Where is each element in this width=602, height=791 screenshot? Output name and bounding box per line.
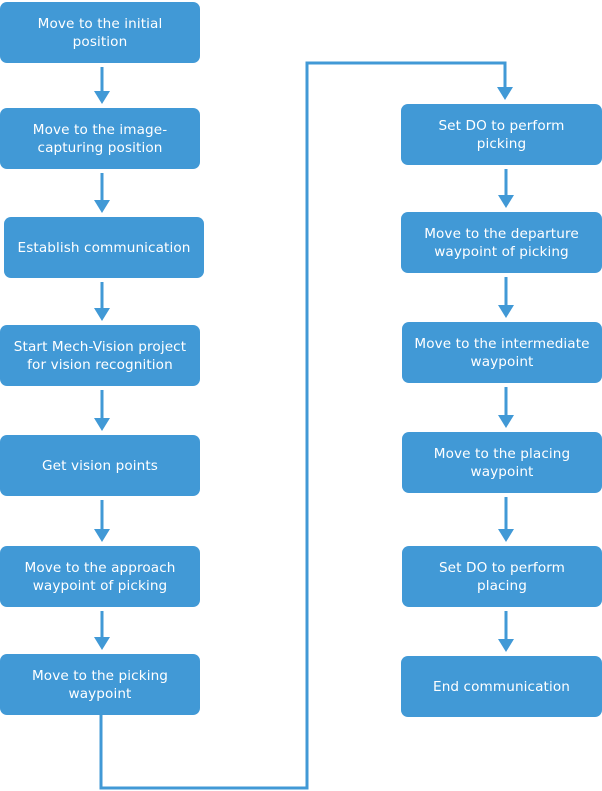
- flow-step-s5: Get vision points: [0, 435, 200, 496]
- flow-step-label: End communication: [433, 678, 570, 695]
- arrow-s11-to-s12-head: [498, 529, 514, 542]
- arrow-s6-to-s7-head: [94, 637, 110, 650]
- arrow-s12-to-s13-head: [498, 639, 514, 652]
- flow-step-label: Move to the image-capturing position: [32, 121, 168, 156]
- flow-step-label: Get vision points: [42, 457, 158, 474]
- arrow-s1-to-s2-head: [94, 91, 110, 104]
- arrow-s3-to-s4-head: [94, 308, 110, 321]
- flow-step-label: Establish communication: [17, 239, 191, 256]
- flow-step-s3: Establish communication: [4, 217, 204, 278]
- arrow-s2-to-s3-head: [94, 200, 110, 213]
- arrow-s5-to-s6-head: [94, 529, 110, 542]
- arrow-s7-to-s8-head: [497, 87, 513, 100]
- flow-step-s2: Move to the image-capturing position: [0, 108, 200, 169]
- flow-step-s13: End communication: [401, 656, 602, 717]
- arrow-s10-to-s11-head: [498, 415, 514, 428]
- arrow-s9-to-s10-head: [498, 305, 514, 318]
- arrow-s4-to-s5-head: [94, 418, 110, 431]
- arrow-s8-to-s9-head: [498, 195, 514, 208]
- arrow-s7-to-s8-line: [99, 61, 507, 790]
